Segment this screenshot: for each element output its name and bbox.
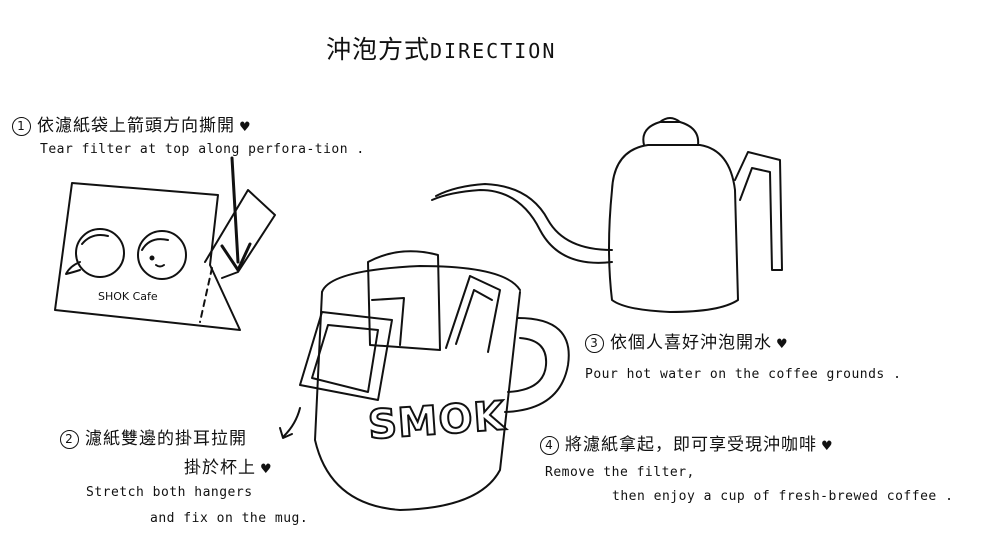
- step-2-heading: 2 濾紙雙邊的掛耳拉開: [60, 430, 247, 449]
- page-title: 沖泡方式DIRECTION: [326, 36, 556, 64]
- step-2-en-2: and fix on the mug.: [150, 511, 309, 526]
- filter-bag-illustration: [54, 182, 276, 331]
- step-1-number: 1: [12, 117, 31, 136]
- step-2-number: 2: [60, 430, 79, 449]
- step-3-zh: 依個人喜好沖泡開水: [610, 333, 772, 353]
- step-1-en: Tear filter at top along perfora-tion .: [40, 142, 365, 157]
- step-2-zh-line2: 掛於杯上 ♥: [184, 459, 273, 478]
- heart-icon: ♥: [239, 120, 252, 135]
- bag-label: SHOK Cafe: [98, 290, 158, 303]
- mug-illustration: [279, 250, 570, 511]
- step-4-heading: 4 將濾紙拿起，即可享受現沖咖啡 ♥: [540, 436, 834, 455]
- step-4-en-2: then enjoy a cup of fresh-brewed coffee …: [612, 489, 954, 504]
- title-zh: 沖泡方式: [326, 35, 431, 64]
- kettle-illustration: [431, 117, 783, 313]
- step-2-en-1: Stretch both hangers: [86, 485, 253, 500]
- mug-label: SMOK: [366, 392, 508, 449]
- step-2-zh2: 掛於杯上: [184, 458, 256, 478]
- step-4-number: 4: [540, 436, 559, 455]
- heart-icon: ♥: [776, 337, 789, 352]
- step-4-en-1: Remove the filter,: [545, 465, 695, 480]
- step-3-en: Pour hot water on the coffee grounds .: [585, 367, 902, 382]
- step-1-zh: 依濾紙袋上箭頭方向撕開: [37, 116, 235, 136]
- tear-arrow: [220, 156, 252, 272]
- step-1-heading: 1 依濾紙袋上箭頭方向撕開 ♥: [12, 117, 252, 136]
- title-en: DIRECTION: [430, 39, 557, 63]
- heart-icon: ♥: [821, 439, 834, 454]
- heart-icon: ♥: [260, 462, 273, 477]
- step-2-zh: 濾紙雙邊的掛耳拉開: [85, 429, 247, 449]
- step-3-heading: 3 依個人喜好沖泡開水 ♥: [585, 334, 789, 353]
- step-4-zh: 將濾紙拿起，即可享受現沖咖啡: [565, 435, 817, 455]
- step-3-number: 3: [585, 334, 604, 353]
